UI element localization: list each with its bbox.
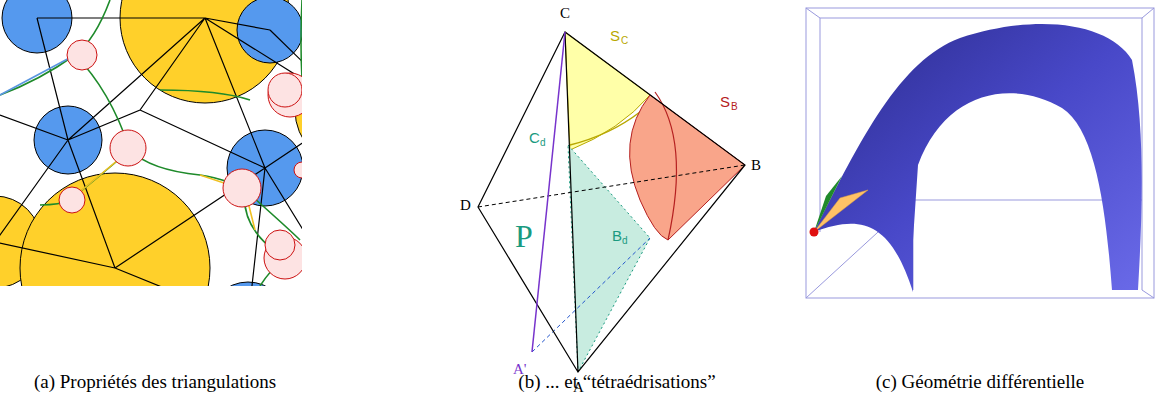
subscript-label: d: [540, 138, 546, 148]
point-label: D: [460, 198, 471, 213]
panel-caption: (c) Géométrie différentielle: [876, 372, 1085, 391]
surface-figure: [806, 8, 1154, 298]
panel-caption: (a) Propriétés des triangulations: [34, 372, 276, 391]
triangulation-figure: [0, 0, 302, 286]
point-label: B: [751, 158, 761, 173]
subscript-label: C: [621, 36, 628, 46]
panel-caption: (b) ... et “tétraédrisations”: [518, 372, 715, 391]
point-label: C: [529, 130, 540, 145]
point-label: C: [560, 6, 570, 21]
subscript-label: B: [731, 102, 738, 112]
point-label: S: [720, 94, 730, 109]
subscript-label: d: [622, 236, 628, 246]
point-label: B: [612, 228, 622, 243]
tetrahedron-figure: [478, 32, 745, 372]
point-label: S: [610, 28, 620, 43]
point-label: P: [515, 220, 533, 252]
